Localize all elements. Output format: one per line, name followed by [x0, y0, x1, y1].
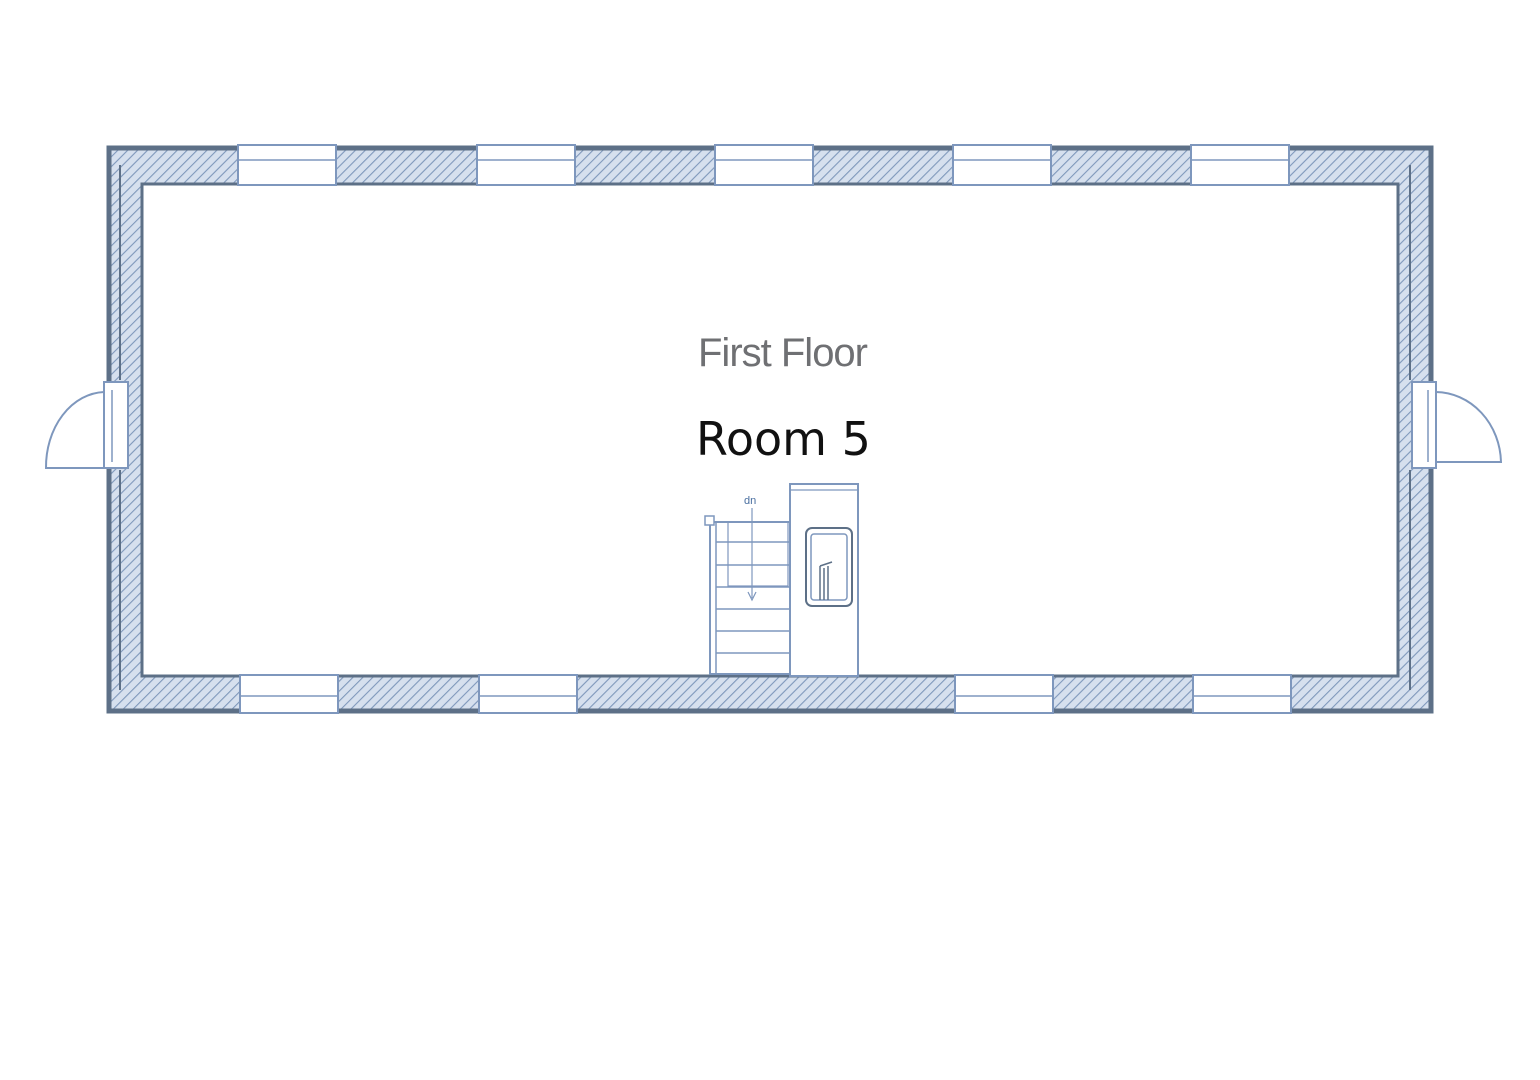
door-swing-icon	[1411, 381, 1503, 469]
window	[954, 674, 1054, 714]
window	[476, 144, 576, 186]
window	[952, 144, 1052, 186]
room-label: Room 5	[696, 412, 871, 466]
lift-icon	[789, 483, 859, 677]
windows-bottom	[239, 674, 1292, 714]
window	[478, 674, 578, 714]
floor-label: First Floor	[698, 331, 868, 375]
window	[1190, 144, 1290, 186]
window	[1192, 674, 1292, 714]
window	[239, 674, 339, 714]
windows-top	[237, 144, 1290, 186]
stair-direction-label: dn	[744, 495, 756, 507]
window	[237, 144, 337, 186]
window	[714, 144, 814, 186]
door-swing-icon	[44, 381, 129, 469]
